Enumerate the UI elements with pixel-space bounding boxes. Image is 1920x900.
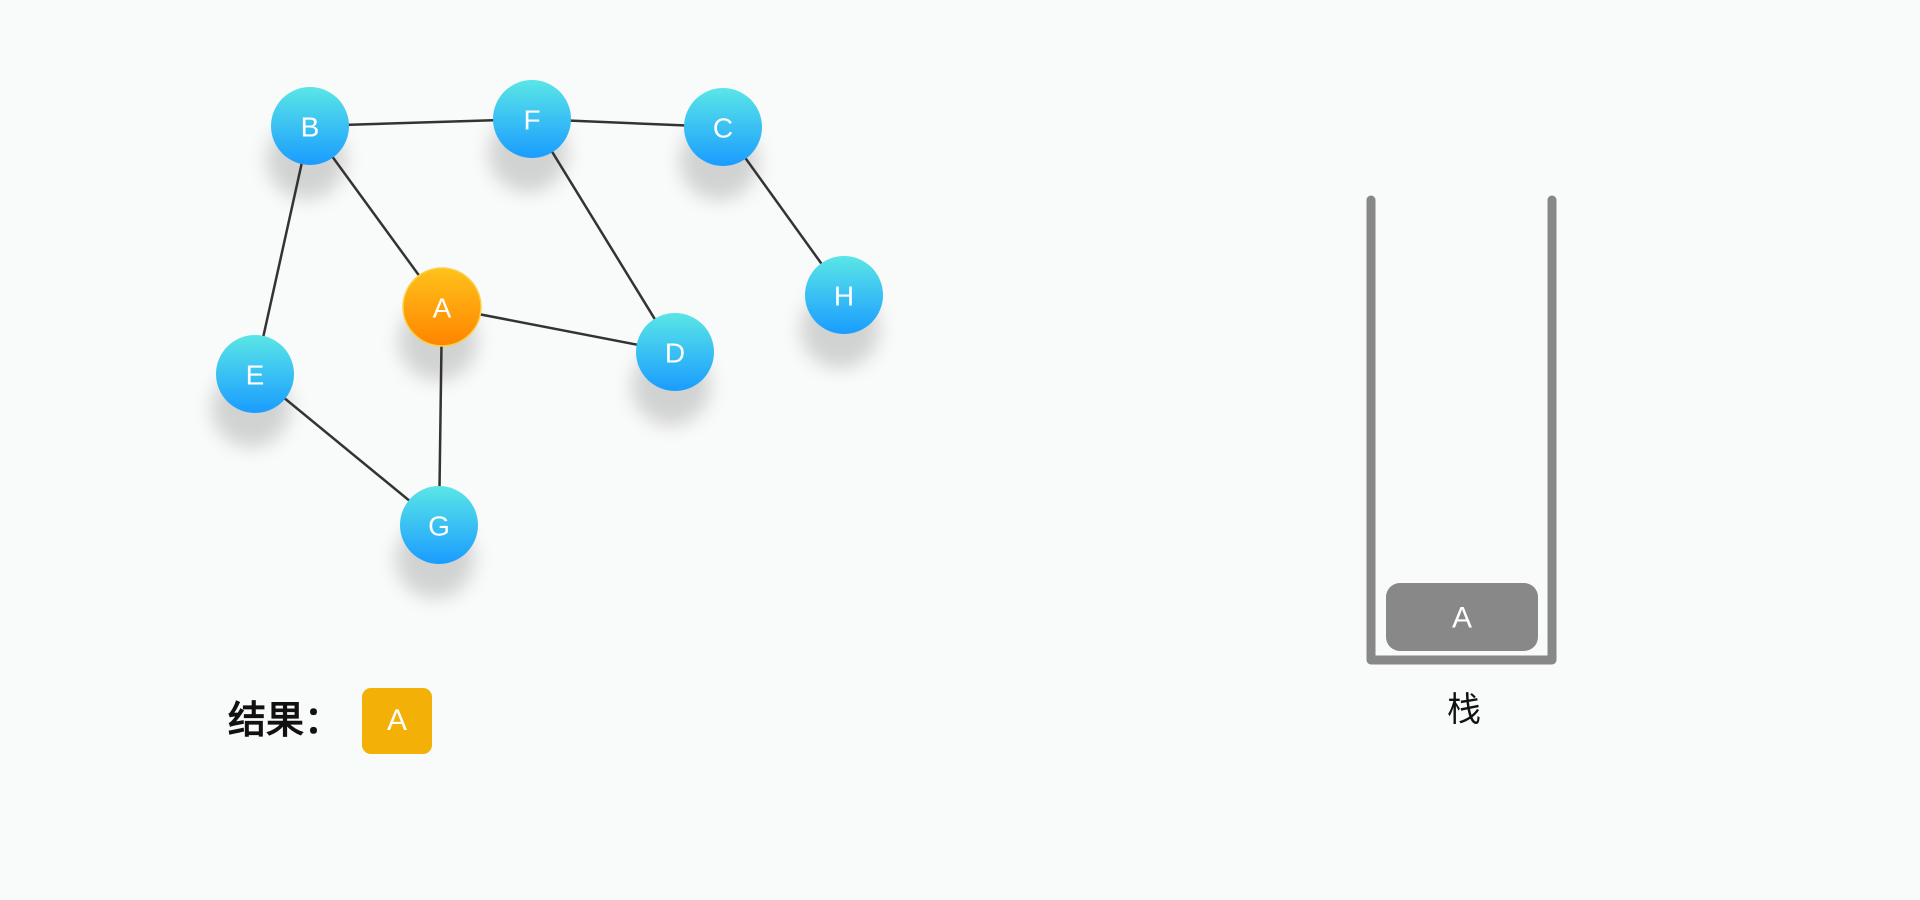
stack-caption: 栈 [1447, 690, 1481, 730]
node-label-B: B [301, 112, 320, 143]
node-circle-A [402, 267, 482, 347]
node-shadows [212, 114, 879, 598]
node-D: D [636, 313, 714, 391]
node-circle-G [400, 486, 478, 564]
node-F: F [493, 80, 571, 158]
result-list: A [362, 688, 432, 754]
stack-item: A [1386, 583, 1538, 651]
stack-container: A [1366, 195, 1557, 665]
stack-items: A [1386, 583, 1538, 651]
node-circle-F [493, 80, 571, 158]
node-B: B [271, 87, 349, 165]
node-G: G [400, 486, 478, 564]
node-label-E: E [246, 360, 265, 391]
node-label-H: H [834, 281, 854, 312]
node-label-G: G [428, 511, 450, 542]
node-label-F: F [523, 105, 540, 136]
node-circle-B [271, 87, 349, 165]
result-item: A [362, 688, 432, 754]
node-E: E [216, 335, 294, 413]
node-label-A: A [433, 293, 452, 324]
node-C: C [684, 88, 762, 166]
edge-E-G [254, 373, 440, 526]
edge-F-D [530, 118, 677, 353]
node-circle-C [684, 88, 762, 166]
stack-item-label: A [1452, 602, 1472, 635]
node-circle-E [216, 335, 294, 413]
node-A: A [402, 267, 482, 347]
node-label-D: D [665, 338, 685, 369]
node-circle-H [805, 256, 883, 334]
result-label: 结果： [228, 698, 343, 742]
edge-B-E [253, 125, 312, 375]
graph-nodes: B F C A H D E G [216, 80, 883, 564]
stack-item-box [1386, 583, 1538, 651]
node-label-C: C [713, 113, 733, 144]
node-H: H [805, 256, 883, 334]
stack-outline [1366, 195, 1557, 665]
node-circle-D [636, 313, 714, 391]
